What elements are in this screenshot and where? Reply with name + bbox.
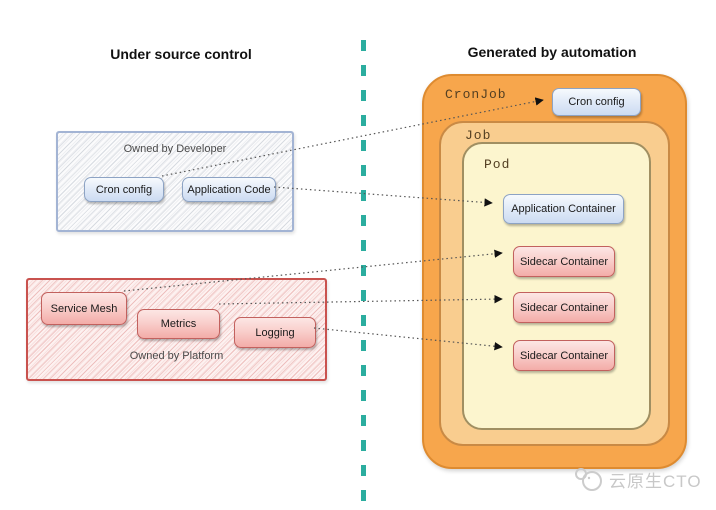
watermark-mascot-icon	[575, 468, 602, 491]
platform-group-box: Service Mesh Metrics Logging Owned by Pl…	[26, 278, 327, 381]
node-sidecar-container-1: Sidecar Container	[513, 246, 615, 277]
watermark: 云原生CTO	[574, 466, 702, 492]
node-sidecar-container-3: Sidecar Container	[513, 340, 615, 371]
separator-dashed-line	[361, 40, 366, 502]
job-box: Job Pod Application Container Sidecar Co…	[439, 121, 670, 446]
node-logging: Logging	[234, 317, 316, 348]
cronjob-label: CronJob	[445, 87, 507, 102]
platform-group-label: Owned by Platform	[129, 350, 224, 362]
right-section-title: Generated by automation	[467, 44, 637, 60]
pod-label: Pod	[484, 157, 511, 172]
watermark-text: 云原生CTO	[609, 471, 702, 491]
node-cron-config-generated: Cron config	[552, 88, 641, 116]
developer-group-label: Owned by Developer	[123, 143, 227, 155]
node-sidecar-container-2: Sidecar Container	[513, 292, 615, 323]
pod-box: Pod Application Container Sidecar Contai…	[462, 142, 651, 430]
developer-group-box: Owned by Developer Cron config Applicati…	[56, 131, 294, 232]
cronjob-box: CronJob Cron config Job Pod Application …	[422, 74, 687, 469]
job-label: Job	[465, 128, 492, 143]
node-metrics: Metrics	[137, 309, 220, 339]
node-application-container: Application Container	[503, 194, 624, 224]
node-cron-config-source: Cron config	[84, 177, 164, 202]
node-service-mesh: Service Mesh	[41, 292, 127, 325]
left-section-title: Under source control	[110, 46, 252, 62]
node-application-code: Application Code	[182, 177, 276, 202]
